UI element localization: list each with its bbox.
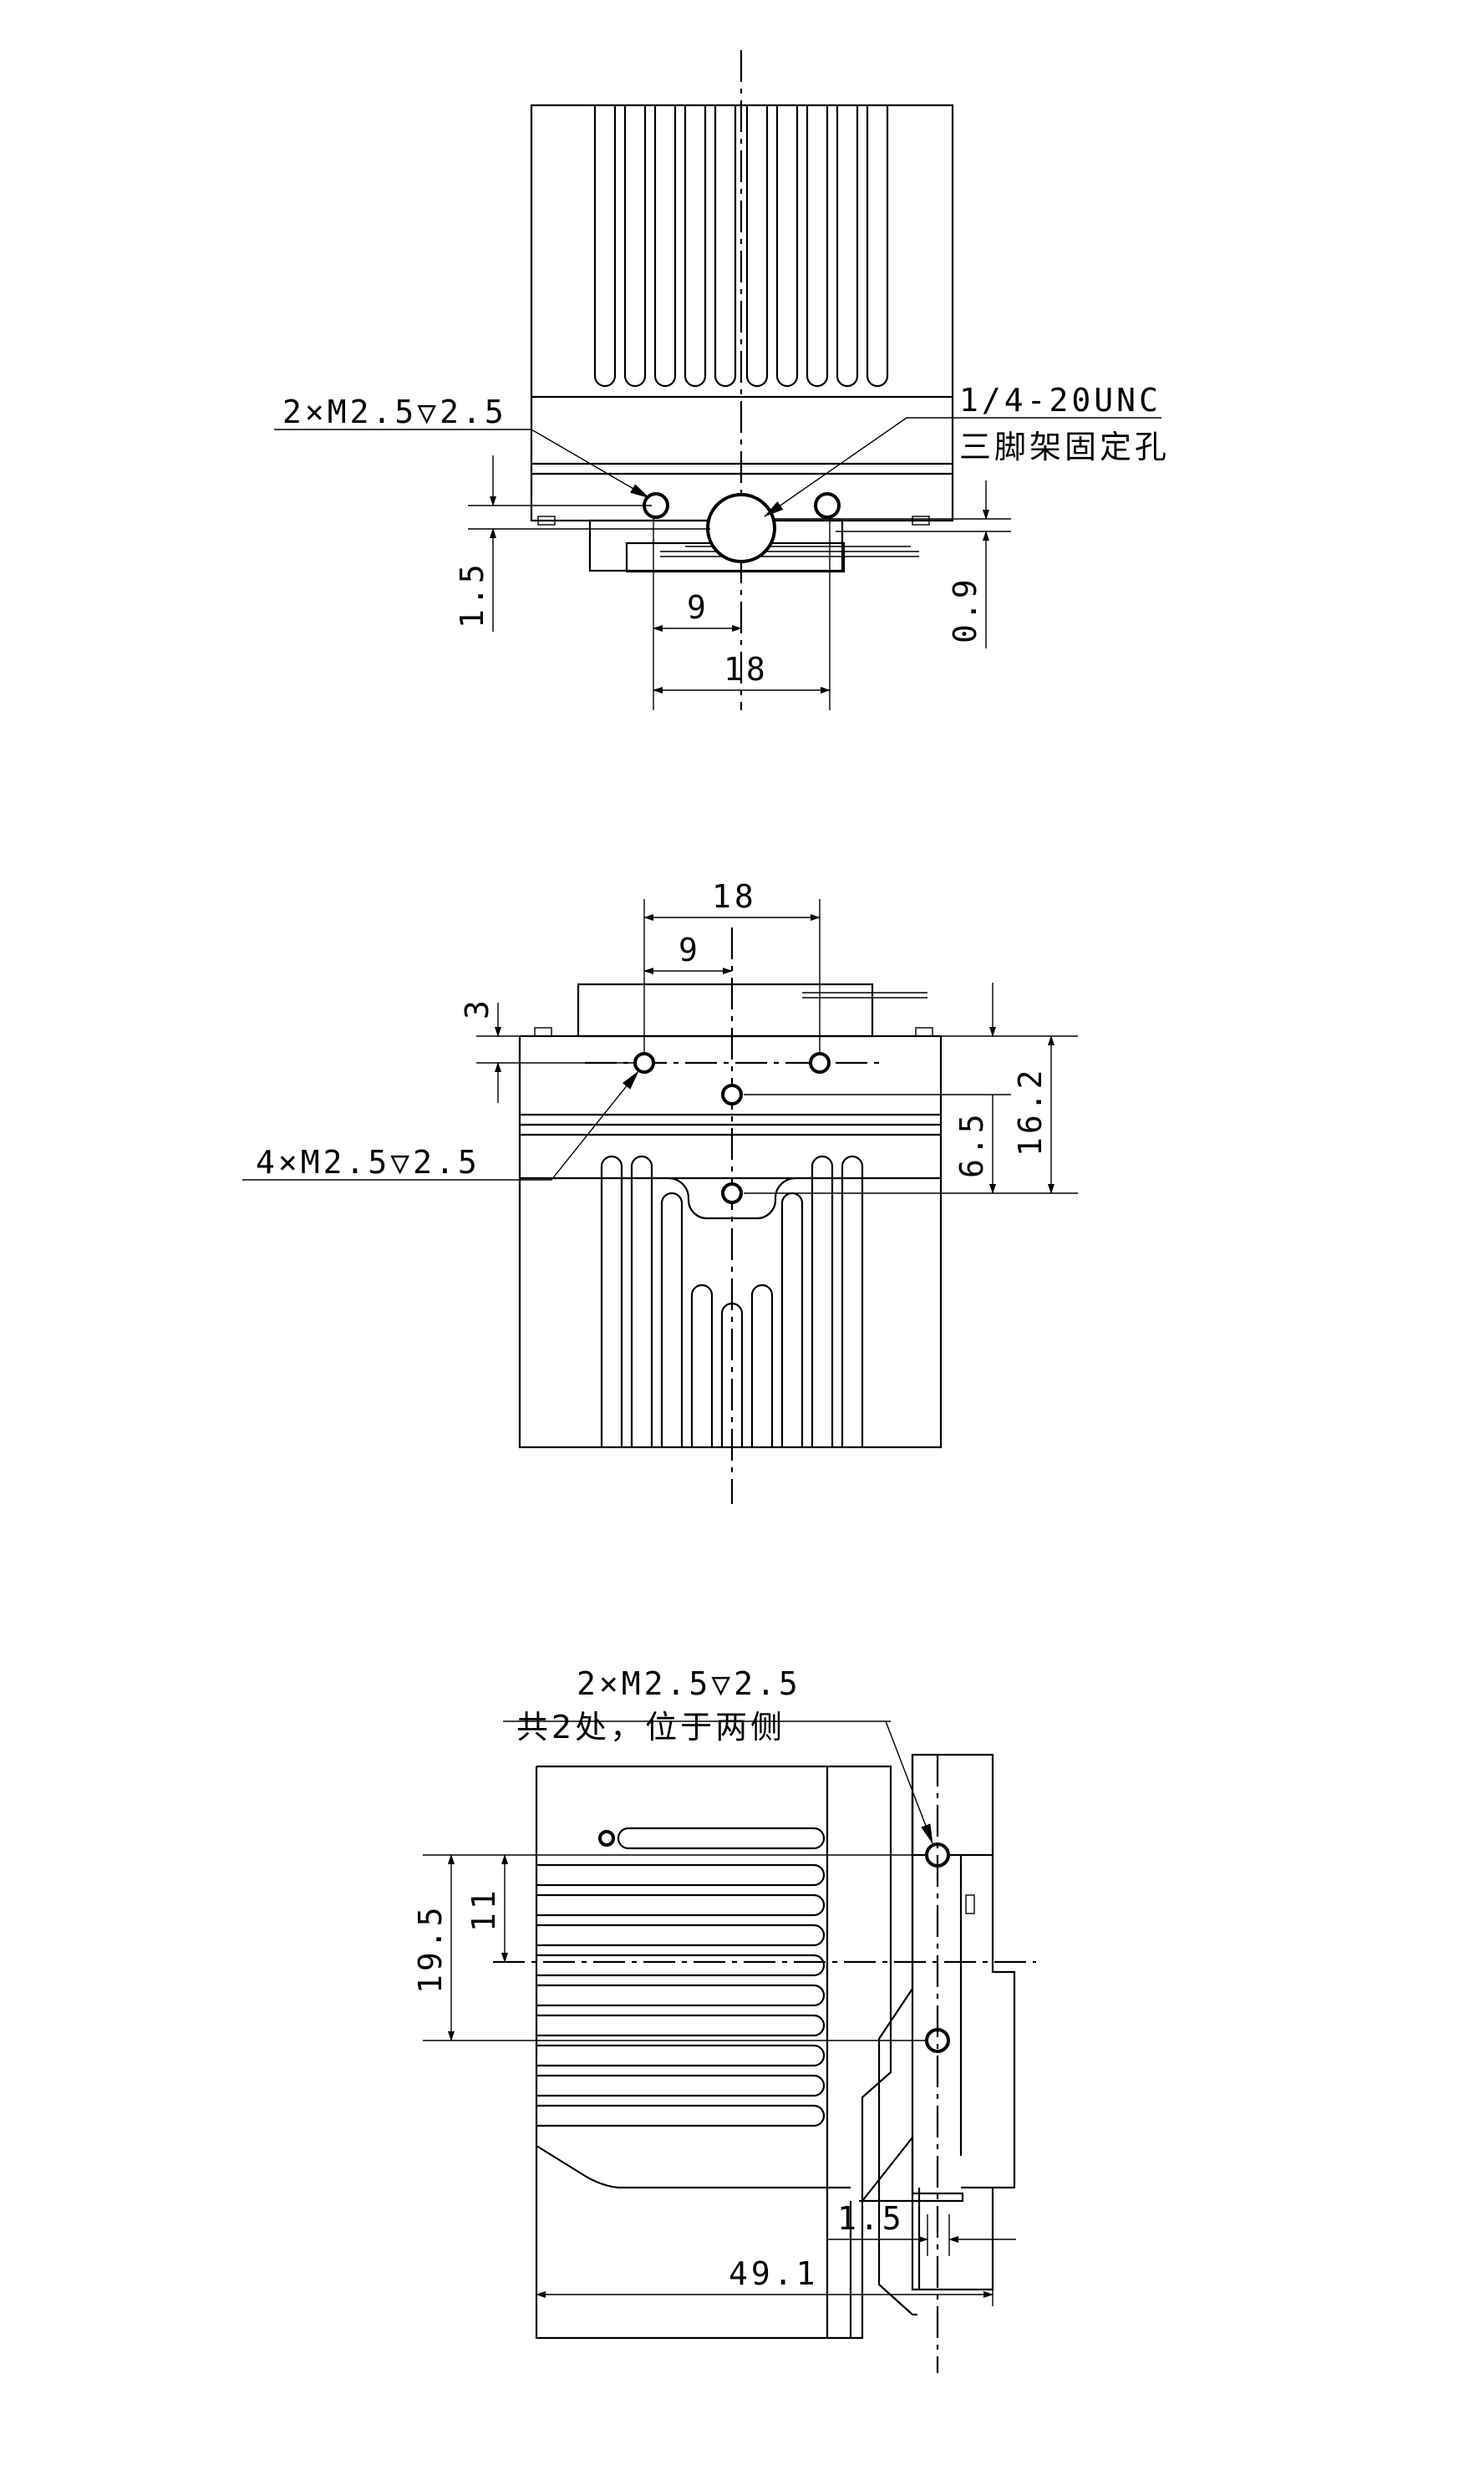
mid-dim-half-pitch: 9	[678, 932, 701, 968]
mid-thread-hole-4	[721, 1182, 743, 1204]
mid-thread-hole-3	[721, 1084, 743, 1105]
mid-thread-hole-2	[809, 1052, 831, 1074]
tripod-hole-label: 三脚架固定孔	[959, 429, 1170, 465]
side-thread-callout: 2×M2.5▽2.5	[577, 1665, 801, 1702]
top-dim-left-offset: 1.5	[454, 561, 490, 628]
side-dim-outer: 19.5	[412, 1903, 449, 1994]
top-thread-hole-right	[814, 492, 841, 519]
top-dim-half-pitch: 9	[687, 589, 709, 626]
mid-thread-hole-1	[633, 1052, 655, 1074]
mid-thread-callout: 4×M2.5▽2.5	[256, 1144, 480, 1181]
middle-view: 18 9 3 6.5 16.2 4×M2.5▽2.5	[242, 878, 1078, 1504]
top-thread-callout: 2×M2.5▽2.5	[282, 394, 507, 430]
top-fins	[593, 105, 889, 388]
mid-dim-height: 16.2	[1012, 1066, 1049, 1156]
top-dim-pitch: 18	[724, 651, 769, 688]
side-view: 2×M2.5▽2.5 共2处，位于两侧 19.5 11 1.5 49.1	[412, 1665, 1036, 2373]
side-location-note: 共2处，位于两侧	[516, 1709, 785, 1746]
side-fins	[536, 1827, 826, 2127]
top-dim-right-offset: 0.9	[947, 576, 983, 643]
mid-dim-top-offset: 3	[459, 997, 496, 1019]
mid-dim-pitch: 18	[712, 878, 757, 915]
side-dim-flange: 1.5	[837, 2200, 905, 2237]
side-dim-length: 49.1	[729, 2255, 819, 2292]
mid-dim-row-gap: 6.5	[953, 1110, 990, 1178]
tripod-thread-label: 1/4-20UNC	[959, 382, 1161, 419]
top-view: 2×M2.5▽2.5 1/4-20UNC 三脚架固定孔 1.5 0.9 9 18	[274, 50, 1170, 710]
side-dim-inner: 11	[465, 1887, 502, 1932]
side-small-hole	[598, 1830, 615, 1847]
